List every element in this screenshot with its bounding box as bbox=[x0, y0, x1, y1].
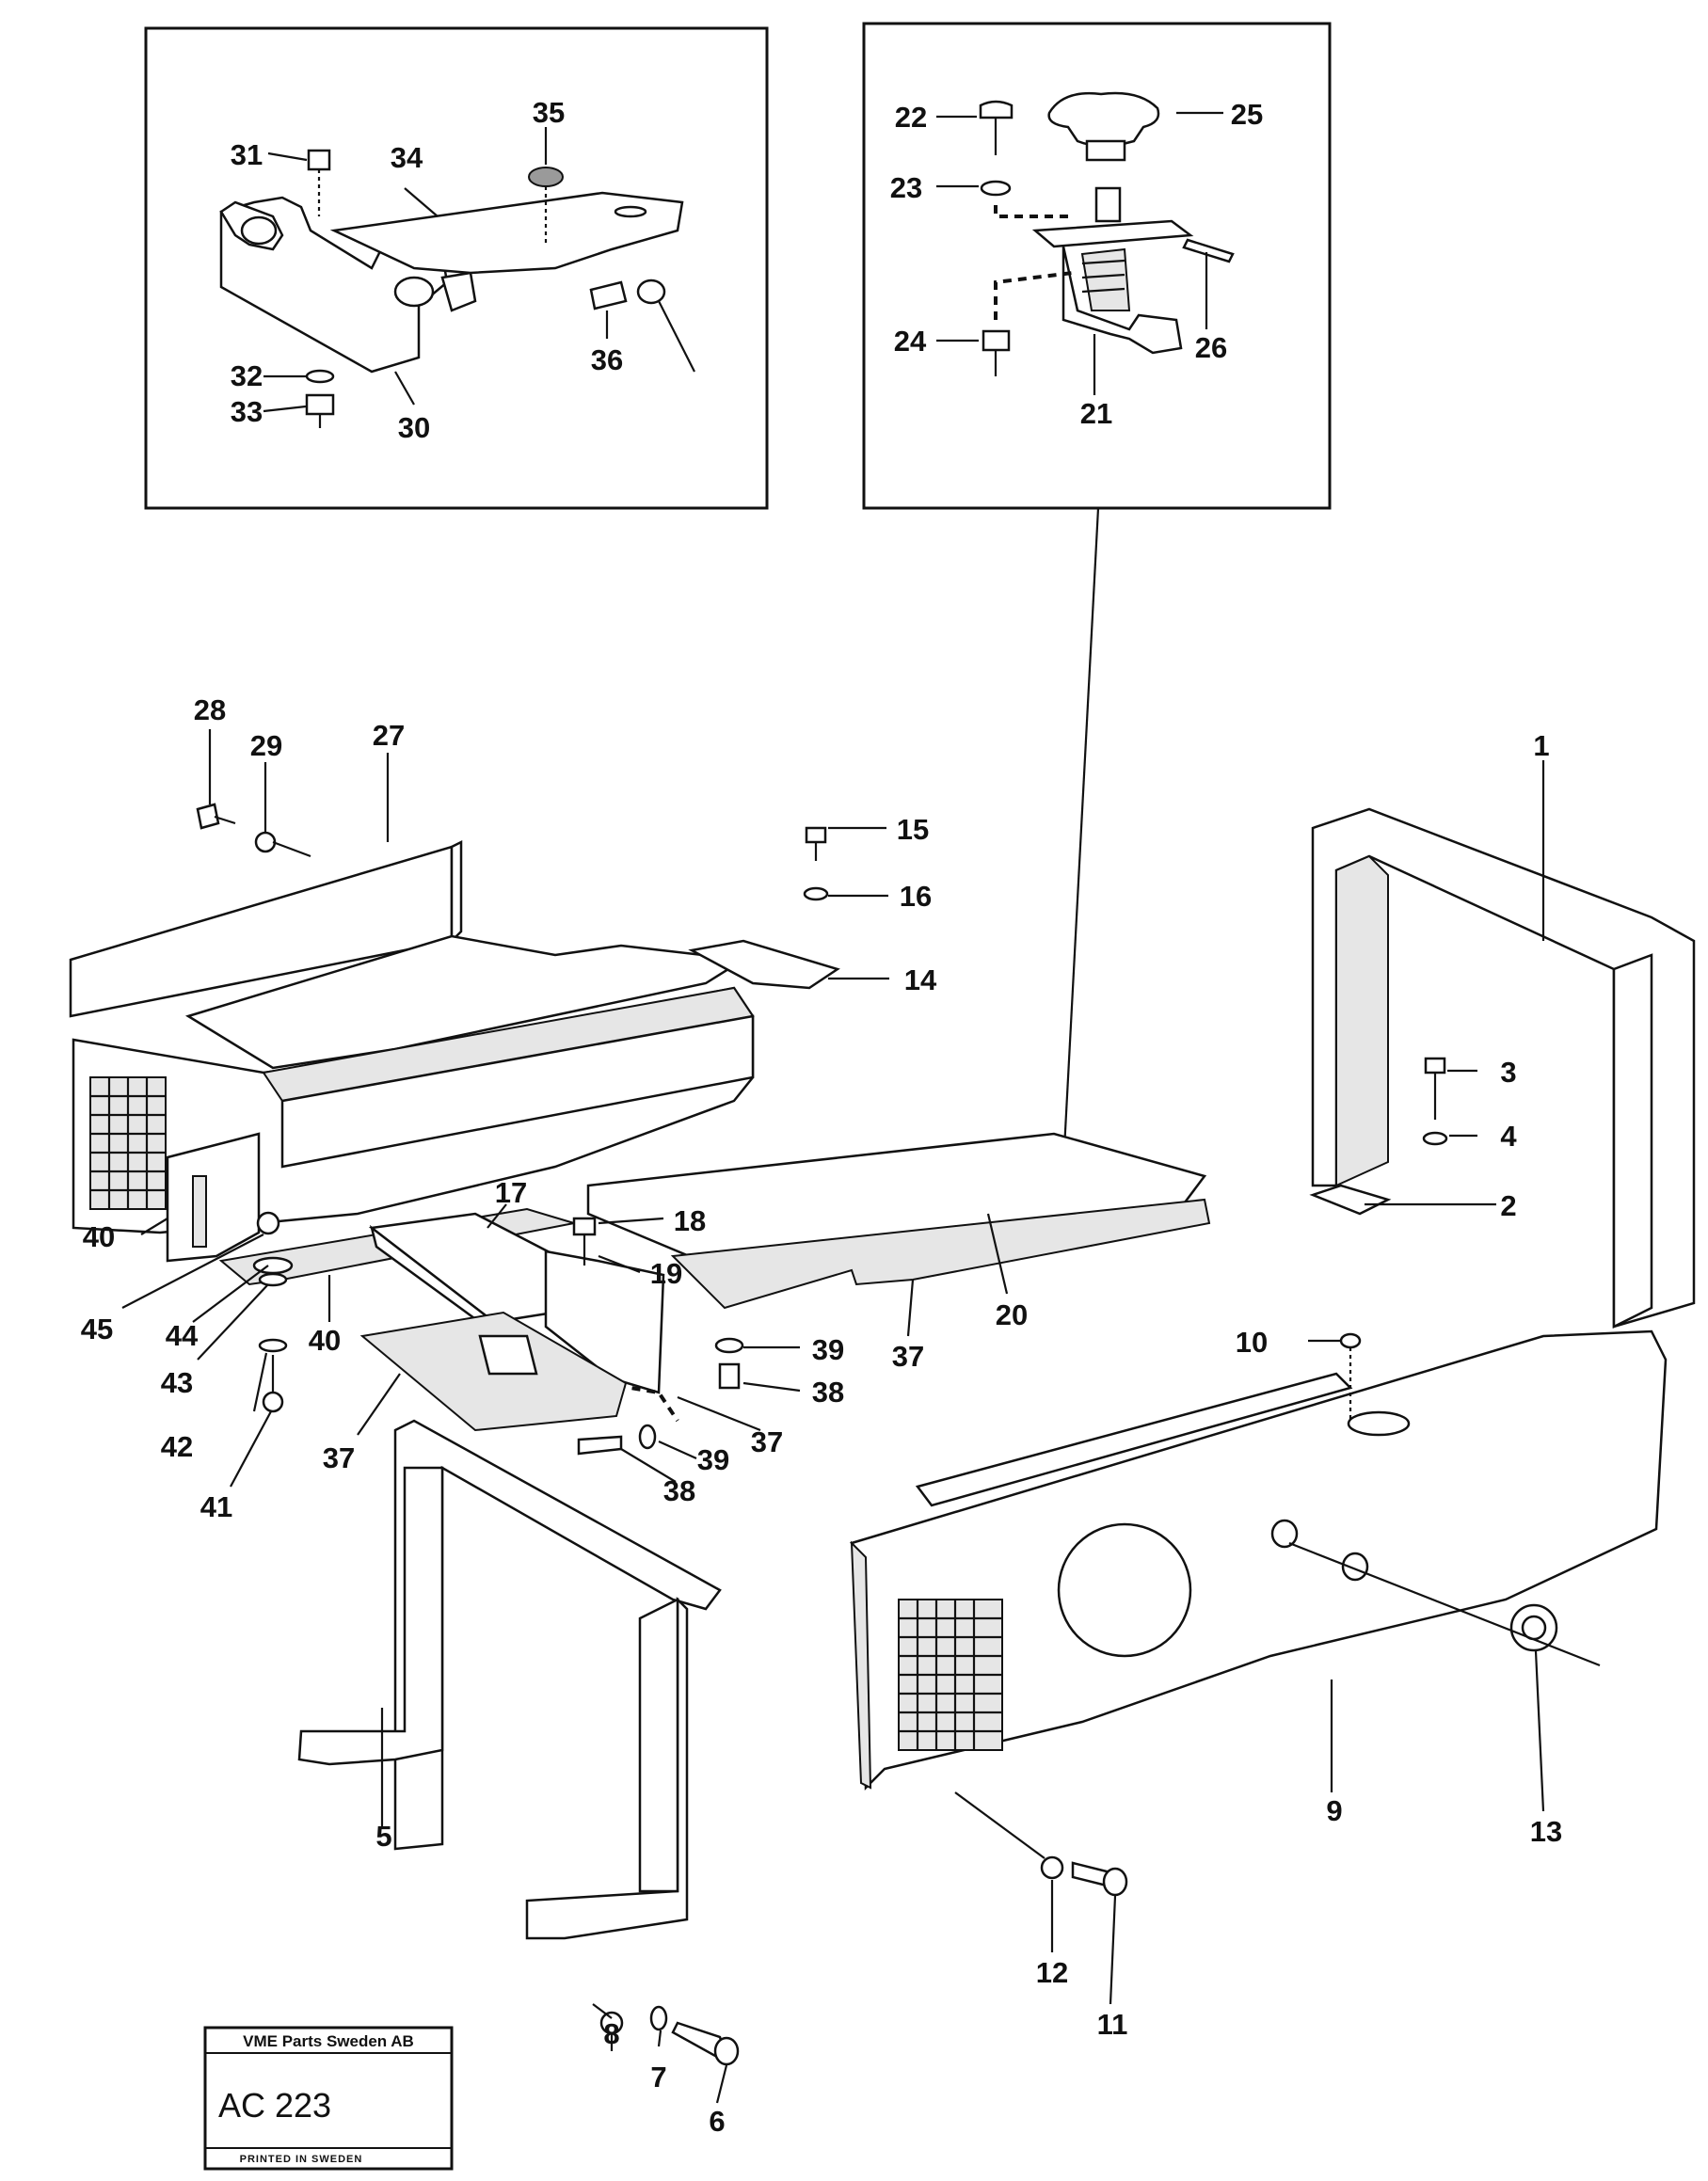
callout-37-lower: 37 bbox=[323, 1441, 355, 1474]
callout-31: 31 bbox=[231, 138, 263, 171]
callout-33: 33 bbox=[231, 395, 263, 428]
callout-37-upright: 37 bbox=[751, 1425, 783, 1458]
stamp-company: VME Parts Sweden AB bbox=[243, 2032, 414, 2050]
callout-28: 28 bbox=[194, 693, 226, 726]
callout-40-upper: 40 bbox=[83, 1220, 115, 1253]
callout-26: 26 bbox=[1195, 331, 1227, 364]
callout-43: 43 bbox=[161, 1366, 193, 1399]
callout-2: 2 bbox=[1500, 1189, 1516, 1222]
callout-3: 3 bbox=[1500, 1056, 1516, 1089]
grille-lines bbox=[90, 1077, 166, 1209]
callout-23: 23 bbox=[890, 171, 922, 204]
callout-labels: 1 2 3 4 5 6 7 8 9 10 11 12 13 14 15 16 1… bbox=[81, 96, 1562, 2138]
callout-18: 18 bbox=[674, 1204, 706, 1237]
callout-16: 16 bbox=[900, 880, 932, 913]
stamp-footer: PRINTED IN SWEDEN bbox=[240, 2154, 363, 2165]
callout-36: 36 bbox=[591, 343, 623, 376]
leader-lines bbox=[121, 729, 1545, 2104]
callout-27: 27 bbox=[373, 719, 405, 752]
callout-38-right: 38 bbox=[812, 1376, 844, 1409]
callout-8: 8 bbox=[603, 2017, 619, 2050]
callout-37-panel: 37 bbox=[892, 1340, 924, 1373]
left-cover-assembly bbox=[69, 803, 840, 2066]
callout-14: 14 bbox=[904, 963, 937, 996]
callout-22: 22 bbox=[895, 101, 927, 134]
callout-24: 24 bbox=[894, 325, 927, 358]
callout-32: 32 bbox=[231, 359, 263, 392]
callout-10: 10 bbox=[1236, 1326, 1268, 1359]
callout-40-lower: 40 bbox=[309, 1324, 341, 1357]
callout-15: 15 bbox=[897, 813, 929, 846]
callout-19: 19 bbox=[650, 1257, 682, 1290]
stamp-box: VME Parts Sweden AB AC 223 PRINTED IN SW… bbox=[203, 2026, 454, 2171]
callout-39-left: 39 bbox=[697, 1443, 729, 1476]
callout-21: 21 bbox=[1080, 397, 1112, 430]
callout-39-right: 39 bbox=[812, 1333, 844, 1366]
callout-7: 7 bbox=[650, 2061, 666, 2093]
callout-1: 1 bbox=[1533, 729, 1549, 762]
callout-12: 12 bbox=[1036, 1956, 1068, 1989]
callout-42: 42 bbox=[161, 1430, 193, 1463]
detail-box-bracket bbox=[144, 26, 769, 510]
callout-4: 4 bbox=[1500, 1120, 1517, 1153]
right-cover-assembly bbox=[850, 807, 1696, 1897]
grille-lines-right bbox=[899, 1600, 1002, 1750]
callout-38-left: 38 bbox=[663, 1474, 695, 1507]
callout-30: 30 bbox=[398, 411, 430, 444]
center-panels bbox=[586, 1132, 1211, 1310]
callout-11: 11 bbox=[1097, 2008, 1128, 2041]
stamp-code: AC 223 bbox=[218, 2086, 331, 2125]
callout-34: 34 bbox=[391, 141, 423, 174]
callout-20: 20 bbox=[996, 1298, 1028, 1331]
detail-box-latch bbox=[862, 22, 1332, 1168]
callout-44: 44 bbox=[166, 1319, 199, 1352]
callout-6: 6 bbox=[709, 2105, 725, 2138]
callout-5: 5 bbox=[375, 1820, 391, 1853]
callout-9: 9 bbox=[1326, 1794, 1342, 1827]
callout-13: 13 bbox=[1530, 1815, 1562, 1848]
callout-35: 35 bbox=[533, 96, 565, 129]
callout-17: 17 bbox=[495, 1176, 527, 1209]
callout-41: 41 bbox=[200, 1490, 232, 1523]
callout-25: 25 bbox=[1231, 98, 1263, 131]
callout-29: 29 bbox=[250, 729, 282, 762]
callout-45: 45 bbox=[81, 1313, 113, 1345]
